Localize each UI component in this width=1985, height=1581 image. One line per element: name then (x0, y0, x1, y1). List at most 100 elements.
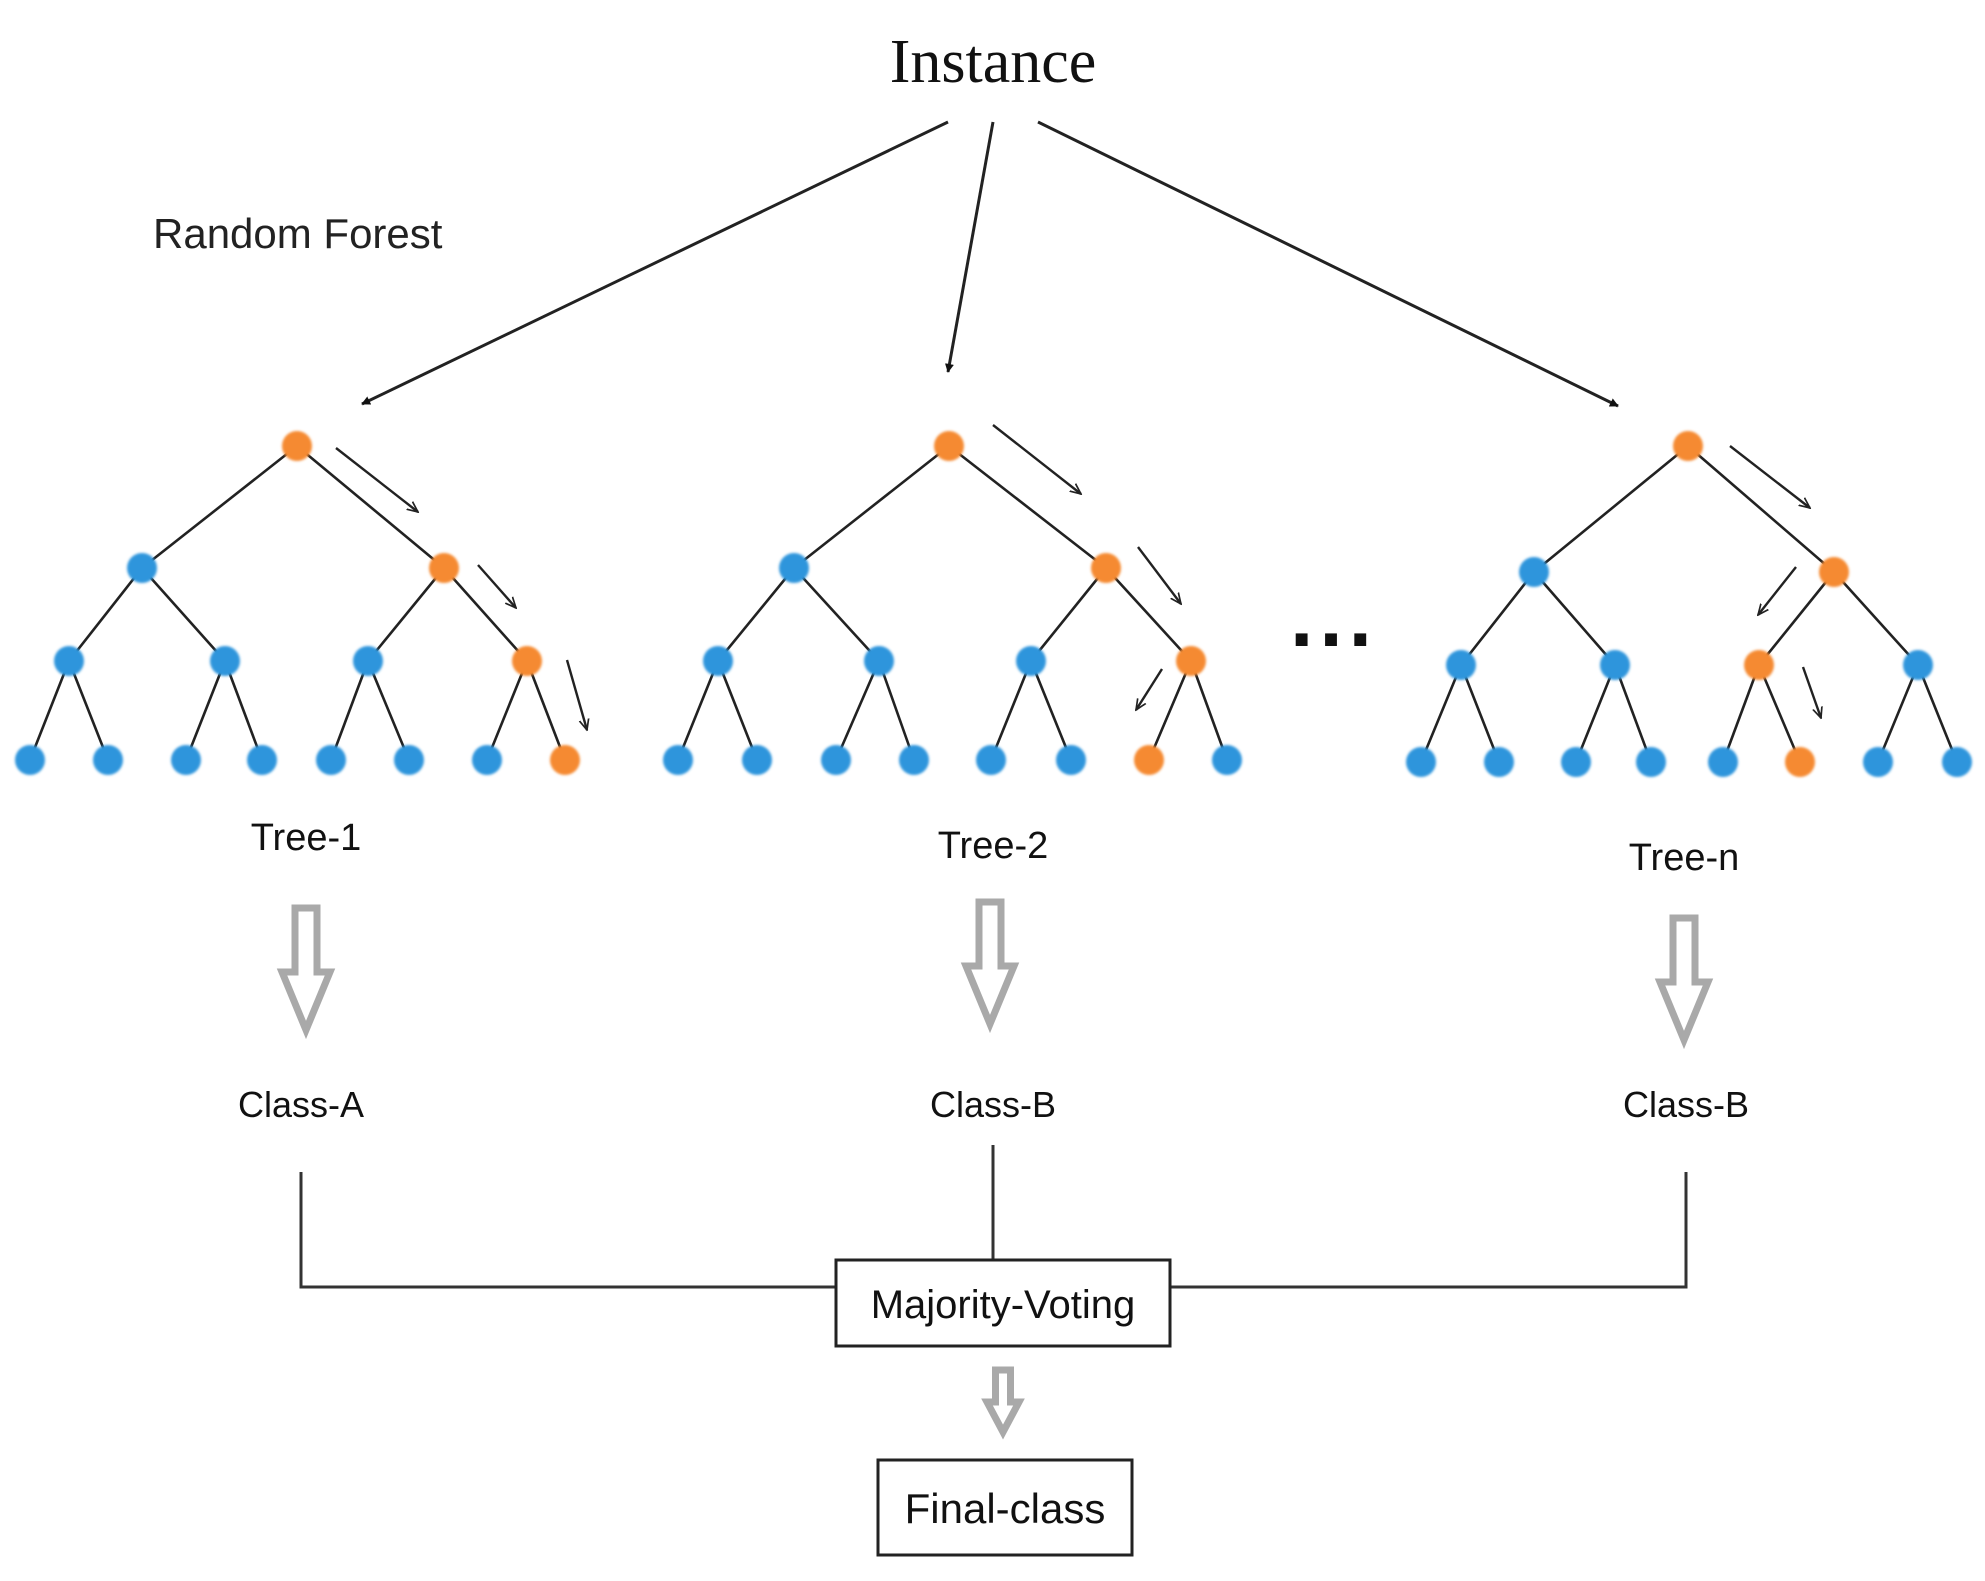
leaf-node (247, 745, 277, 775)
leaf-node (1406, 747, 1436, 777)
tree-1-name: Tree-1 (251, 817, 362, 859)
tree-edge (716, 567, 796, 662)
leaf-node (472, 745, 502, 775)
decision-tree-1 (15, 431, 587, 775)
leaf-node (1484, 747, 1514, 777)
hollow-arrows (276, 898, 1714, 1050)
tree-edge (1459, 571, 1536, 666)
leaf-node (1785, 747, 1815, 777)
tree-edge (366, 660, 411, 761)
tree-2-class-output: Class-B (930, 1084, 1056, 1125)
tree-edge (223, 660, 264, 761)
tree-edge (1876, 664, 1920, 763)
tree-edge (793, 444, 950, 570)
tree-edge (1105, 567, 1192, 662)
tree-edge (485, 660, 529, 761)
tree-edge (948, 444, 1107, 570)
tree-edge (1916, 664, 1959, 763)
leaf-node (742, 745, 772, 775)
leaf-node (1134, 745, 1164, 775)
decision-tree-2 (663, 424, 1242, 775)
tree-1-vote-connector (299, 1172, 836, 1289)
tree-edge (67, 660, 110, 761)
hollow-down-arrow (1654, 914, 1714, 1050)
traversal-arrow (335, 447, 418, 512)
random-forest-label: Random Forest (153, 210, 443, 257)
leaf-node (1708, 747, 1738, 777)
tree-n-name: Tree-n (1629, 837, 1740, 879)
traversal-arrow (1137, 546, 1181, 604)
internal-node (864, 646, 894, 676)
final-class-label: Final-class (905, 1485, 1106, 1532)
internal-node (54, 646, 84, 676)
instance-to-tree-2-arrow (945, 121, 995, 373)
internal-node (1519, 557, 1549, 587)
traversal-arrow (1801, 666, 1821, 718)
leaf-node (821, 745, 851, 775)
internal-node (1600, 650, 1630, 680)
leaf-node (171, 745, 201, 775)
leaf-node (1056, 745, 1086, 775)
leaf-node (976, 745, 1006, 775)
internal-node (1446, 650, 1476, 680)
tree-edge (1721, 664, 1761, 763)
tree-edge (296, 444, 445, 570)
leaf-node (550, 745, 580, 775)
instance-to-tree-1-arrow (361, 120, 949, 406)
root-node (934, 431, 964, 461)
tree-n-vote-connector (1170, 1172, 1688, 1289)
leaf-node (1636, 747, 1666, 777)
internal-node (429, 553, 459, 583)
tree-edge (28, 660, 71, 761)
tree-edge (1687, 445, 1835, 573)
tree-edge (1147, 660, 1193, 761)
leaf-node (316, 745, 346, 775)
tree-edge (1029, 660, 1073, 761)
final-hollow-arrow (981, 1366, 1025, 1440)
internal-node (353, 646, 383, 676)
tree-edge (184, 660, 227, 761)
tree-edge (1757, 571, 1836, 666)
leaf-node (663, 745, 693, 775)
tree-edge (1029, 567, 1108, 662)
root-node (1673, 431, 1703, 461)
leaf-node (1212, 745, 1242, 775)
tree-edge (141, 444, 298, 570)
tree-edge (1533, 571, 1616, 666)
tree-edge (67, 567, 144, 662)
internal-node (1016, 646, 1046, 676)
tree-edge (1613, 664, 1653, 763)
tree-edge (877, 660, 916, 761)
majority-voting-box (834, 1258, 1172, 1348)
traversal-arrow (565, 659, 587, 730)
internal-node (703, 646, 733, 676)
tree-1-class-output: Class-A (238, 1084, 364, 1125)
internal-node (1176, 646, 1206, 676)
hollow-down-arrow (981, 1366, 1025, 1440)
tree-edge (989, 660, 1033, 761)
tree-layer (15, 424, 1972, 777)
traversal-arrow (1136, 668, 1164, 710)
tree-edge (141, 567, 226, 662)
leaf-node (93, 745, 123, 775)
leaf-node (394, 745, 424, 775)
tree-edge (793, 567, 880, 662)
instance-title: Instance (890, 28, 1097, 96)
tree-2-name: Tree-2 (938, 825, 1049, 867)
majority-voting-label: Majority-Voting (871, 1283, 1136, 1327)
tree-edge (525, 660, 567, 761)
instance-to-tree-n-arrow (1037, 120, 1619, 408)
tree-n-class-output: Class-B (1623, 1084, 1749, 1125)
internal-node (127, 553, 157, 583)
internal-node (1819, 557, 1849, 587)
internal-node (1744, 650, 1774, 680)
leaf-node (1942, 747, 1972, 777)
more-trees-ellipsis: ... (1290, 570, 1378, 664)
tree-edge (1419, 664, 1463, 763)
internal-node (210, 646, 240, 676)
tree-edge (834, 660, 881, 761)
internal-node (779, 553, 809, 583)
leaf-node (1561, 747, 1591, 777)
decision-tree-3 (1406, 431, 1972, 777)
